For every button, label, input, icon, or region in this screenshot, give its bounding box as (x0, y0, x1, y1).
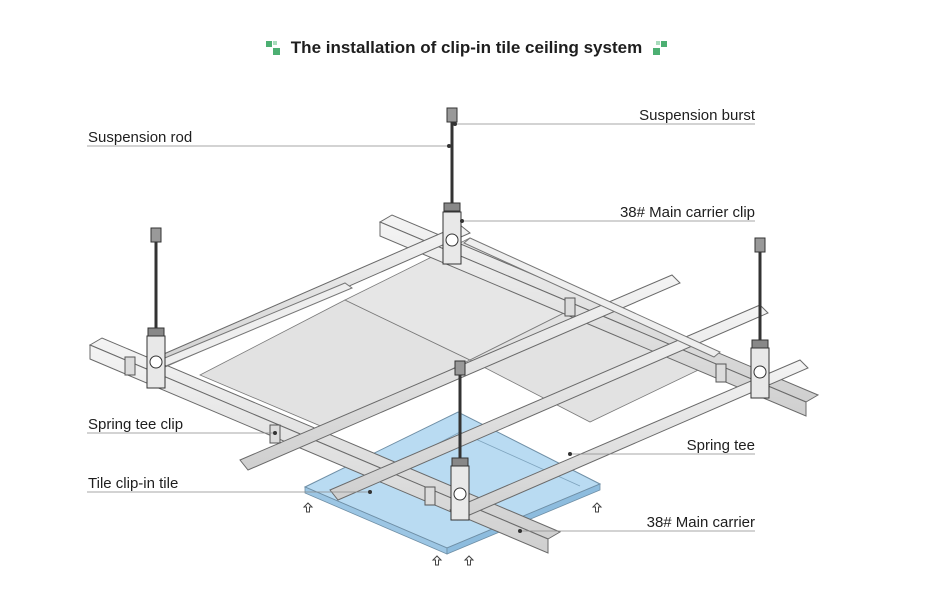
label-suspension-rod: Suspension rod (88, 129, 192, 146)
label-tile-clip-in-tile: Tile clip-in tile (88, 475, 178, 492)
arrow-up-icon (463, 555, 475, 566)
push-up-arrows (302, 502, 603, 566)
suspension-rod-2 (146, 227, 166, 389)
side-tees (159, 237, 721, 367)
label-spring-tee: Spring tee (687, 437, 755, 454)
suspension-rod-3 (750, 237, 770, 399)
leader-dots (273, 122, 572, 533)
label-main-carrier-clip: 38# Main carrier clip (620, 204, 755, 221)
label-suspension-burst: Suspension burst (639, 107, 756, 124)
arrow-up-icon (302, 502, 314, 513)
green-squares-icon (653, 41, 668, 55)
label-main-carrier: 38# Main carrier (647, 514, 755, 531)
arrow-up-icon (431, 555, 443, 566)
leader-lines (87, 123, 755, 532)
arrow-up-icon (591, 502, 603, 513)
title-row: The installation of clip-in tile ceiling… (0, 38, 933, 61)
green-squares-icon (265, 41, 280, 55)
page-title: The installation of clip-in tile ceiling… (290, 38, 643, 57)
suspension-rod-1 (442, 107, 462, 265)
suspension-rod-4 (450, 360, 470, 521)
label-spring-tee-clip: Spring tee clip (88, 416, 183, 433)
title-group: The installation of clip-in tile ceiling… (265, 38, 668, 58)
